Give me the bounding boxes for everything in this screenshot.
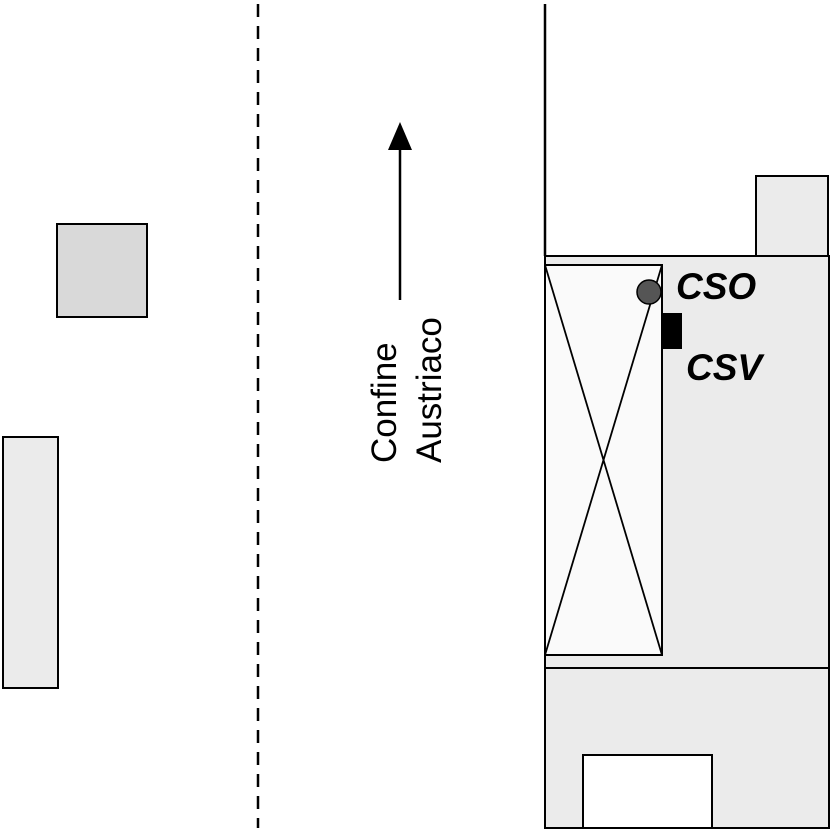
loading-bay-cross-b	[544, 264, 663, 656]
small-square-building	[56, 223, 148, 318]
long-building	[2, 436, 59, 689]
entrance-box	[582, 754, 713, 829]
border-label-line1: Confine	[365, 342, 404, 463]
csv-label: CSV	[686, 347, 765, 388]
cso-label: CSO	[676, 266, 756, 307]
direction-arrow-head	[388, 122, 412, 150]
border-label-line2: Austriaco	[410, 317, 449, 463]
cso-marker-icon	[636, 279, 662, 305]
csv-marker-icon	[662, 313, 682, 349]
top-right-annex	[755, 175, 829, 257]
